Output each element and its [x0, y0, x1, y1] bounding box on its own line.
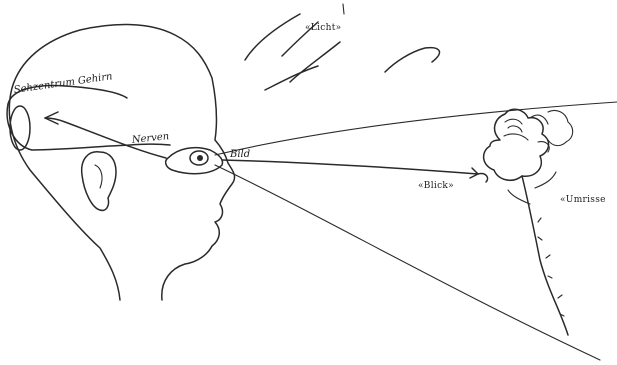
label-umrisse: «Umrisse: [560, 196, 606, 205]
light-rays: [245, 4, 439, 90]
label-licht: «Licht»: [305, 24, 341, 33]
head-outline: [7, 25, 234, 300]
sight-line-lower: [215, 165, 600, 360]
ear-outline: [82, 152, 116, 211]
label-bild: Bild: [230, 150, 250, 160]
eye: [166, 148, 223, 174]
label-blick: «Blick»: [418, 182, 454, 191]
sight-line-upper: [215, 102, 617, 155]
rose: [484, 109, 573, 335]
gaze-arrow-line: [222, 160, 478, 174]
gaze-arrowhead: [470, 168, 488, 182]
